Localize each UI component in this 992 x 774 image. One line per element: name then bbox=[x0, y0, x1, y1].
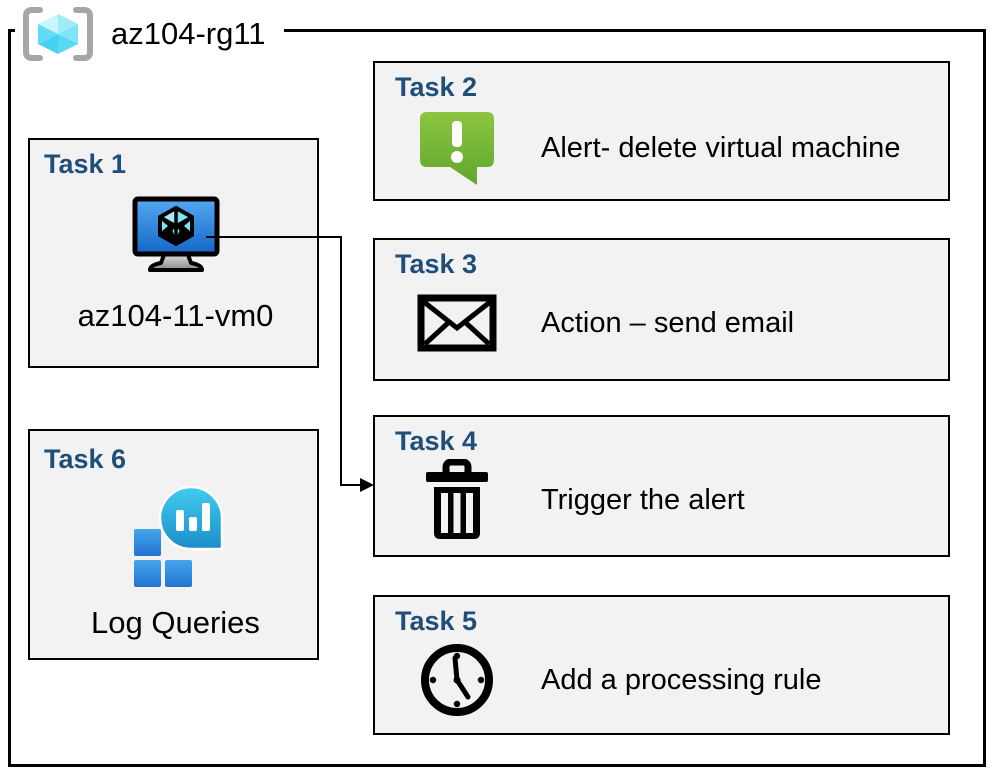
task6-label: Log Queries bbox=[91, 605, 260, 641]
task6-box: Task 6 Log Queries bbox=[28, 429, 319, 660]
email-envelope-icon bbox=[415, 294, 499, 352]
task1-box: Task 1 bbox=[28, 138, 319, 368]
resource-group-label: az104-rg11 bbox=[111, 16, 266, 51]
task2-label: Alert- delete virtual machine bbox=[541, 131, 901, 164]
task3-box: Task 3 Action – send email bbox=[373, 238, 950, 381]
resource-group-icon bbox=[21, 5, 95, 63]
task4-box: Task 4 Trigger the alert bbox=[373, 415, 950, 557]
alert-speech-bubble-icon bbox=[415, 109, 499, 187]
clock-icon bbox=[415, 641, 499, 719]
task2-box: Task 2 Alert- delete virtual machine bbox=[373, 61, 950, 201]
virtual-machine-icon bbox=[132, 196, 220, 274]
task4-title: Task 4 bbox=[395, 426, 478, 456]
task5-box: Task 5 Add a processing rule bbox=[373, 595, 950, 735]
task2-title: Task 2 bbox=[395, 72, 478, 102]
log-analytics-icon bbox=[128, 483, 224, 588]
task5-label: Add a processing rule bbox=[541, 663, 822, 696]
task5-title: Task 5 bbox=[395, 606, 478, 636]
task3-title: Task 3 bbox=[395, 249, 478, 279]
task6-title: Task 6 bbox=[44, 444, 127, 474]
trash-icon bbox=[415, 459, 499, 541]
task3-label: Action – send email bbox=[541, 306, 795, 339]
task1-title: Task 1 bbox=[44, 149, 127, 179]
task4-label: Trigger the alert bbox=[541, 483, 745, 516]
resource-group-header: az104-rg11 bbox=[15, 3, 284, 67]
task1-label: az104-11-vm0 bbox=[77, 298, 274, 334]
